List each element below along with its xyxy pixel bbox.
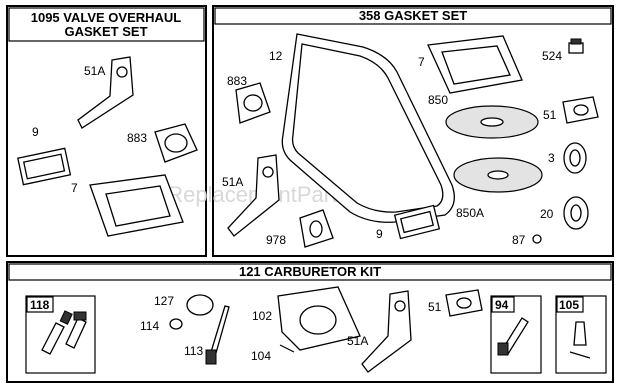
g-part-20-inner xyxy=(570,204,582,222)
c-label-118: 118 xyxy=(30,298,50,312)
valve-parts: 51A 9 883 7 xyxy=(17,56,198,237)
g-label-87: 87 xyxy=(512,233,526,247)
c-label-102: 102 xyxy=(252,309,272,323)
g-part-51a-hole xyxy=(262,166,274,178)
c-part-104 xyxy=(279,344,295,353)
c-label-113: 113 xyxy=(184,344,203,358)
c-part-113-spring xyxy=(205,349,217,365)
c-part-105-clip xyxy=(569,351,591,359)
c-label-51: 51 xyxy=(428,300,442,314)
c-part-118-screw xyxy=(65,317,87,349)
g-label-51a: 51A xyxy=(222,175,243,189)
g-part-883-port xyxy=(243,94,263,112)
valve-gasket-section: 1095 VALVE OVERHAUL GASKET SET xyxy=(6,5,207,257)
g-label-524: 524 xyxy=(542,49,562,63)
g-label-9: 9 xyxy=(376,227,383,241)
valve-title-line1: 1095 VALVE OVERHAUL xyxy=(31,10,182,25)
g-label-51: 51 xyxy=(543,108,557,122)
gasket-set-section: 358 GASKET SET xyxy=(212,5,614,257)
v-part-883-port xyxy=(164,133,188,153)
v-part-7-bore xyxy=(105,185,171,227)
carb-title: 121 CARBURETOR KIT xyxy=(239,264,381,279)
g-part-7-bore xyxy=(441,45,511,85)
c-label-104: 104 xyxy=(251,349,271,363)
c-part-118-needle xyxy=(41,322,65,355)
g-part-12-inner xyxy=(291,43,444,213)
v-label-7: 7 xyxy=(71,181,78,195)
v-part-9-inner xyxy=(22,153,66,180)
carb-parts: 118 127 114 113 102 104 51 xyxy=(30,286,591,373)
v-label-9: 9 xyxy=(32,125,39,139)
carb-title-box xyxy=(8,263,612,281)
c-label-114: 114 xyxy=(140,319,159,333)
c-part-118-head xyxy=(73,311,87,321)
g-label-883: 883 xyxy=(227,74,247,88)
carb-subbox-118-label-box xyxy=(26,296,54,313)
g-label-850: 850 xyxy=(428,93,448,107)
carb-subbox-94 xyxy=(490,295,542,374)
v-label-883: 883 xyxy=(127,131,147,145)
valve-title-box xyxy=(8,7,205,42)
c-part-113 xyxy=(210,305,230,354)
v-part-51a-hole xyxy=(116,66,128,78)
c-part-118-spring xyxy=(59,310,73,325)
g-part-524-top xyxy=(570,38,582,45)
valve-title-line2: GASKET SET xyxy=(64,24,147,39)
carburetor-kit-section: 121 CARBURETOR KIT xyxy=(6,261,614,383)
carb-subbox-94-label-box xyxy=(491,296,515,313)
g-label-978: 978 xyxy=(266,233,286,247)
c-part-114 xyxy=(169,318,183,330)
gasket-section-border xyxy=(212,5,614,257)
g-label-20: 20 xyxy=(540,207,554,221)
c-label-51a: 51A xyxy=(347,334,368,348)
carb-subbox-118 xyxy=(25,295,96,374)
valve-section-border xyxy=(6,5,207,257)
gasket-parts: 12 883 7 524 850 51 3 51A 850A 20 978 9 … xyxy=(222,33,599,248)
c-label-105: 105 xyxy=(559,298,579,312)
carb-subbox-105 xyxy=(555,295,607,374)
g-part-87 xyxy=(532,234,542,244)
g-label-850a: 850A xyxy=(456,206,484,220)
g-part-51-hole xyxy=(573,104,589,116)
carb-section-border xyxy=(6,261,614,383)
g-part-3-inner xyxy=(569,149,581,167)
g-part-978-hole xyxy=(309,220,323,238)
g-label-12: 12 xyxy=(269,49,283,63)
g-part-850-hole xyxy=(480,117,504,127)
g-label-3: 3 xyxy=(548,151,555,165)
c-label-127: 127 xyxy=(154,294,174,308)
g-part-850a-hole xyxy=(487,170,509,180)
v-label-51a: 51A xyxy=(84,64,105,78)
c-part-94-spring xyxy=(497,342,509,356)
gasket-title-box xyxy=(214,7,612,25)
c-part-127 xyxy=(186,294,214,316)
c-part-102-hole xyxy=(299,305,337,335)
gasket-title: 358 GASKET SET xyxy=(359,8,467,23)
g-part-9-inner xyxy=(399,210,435,234)
c-part-51a-hole xyxy=(394,300,406,312)
carb-subbox-105-label-box xyxy=(556,296,584,313)
c-part-51-hole xyxy=(456,297,472,309)
g-label-7: 7 xyxy=(418,55,425,69)
c-part-105 xyxy=(573,321,587,346)
c-label-94: 94 xyxy=(495,298,509,312)
